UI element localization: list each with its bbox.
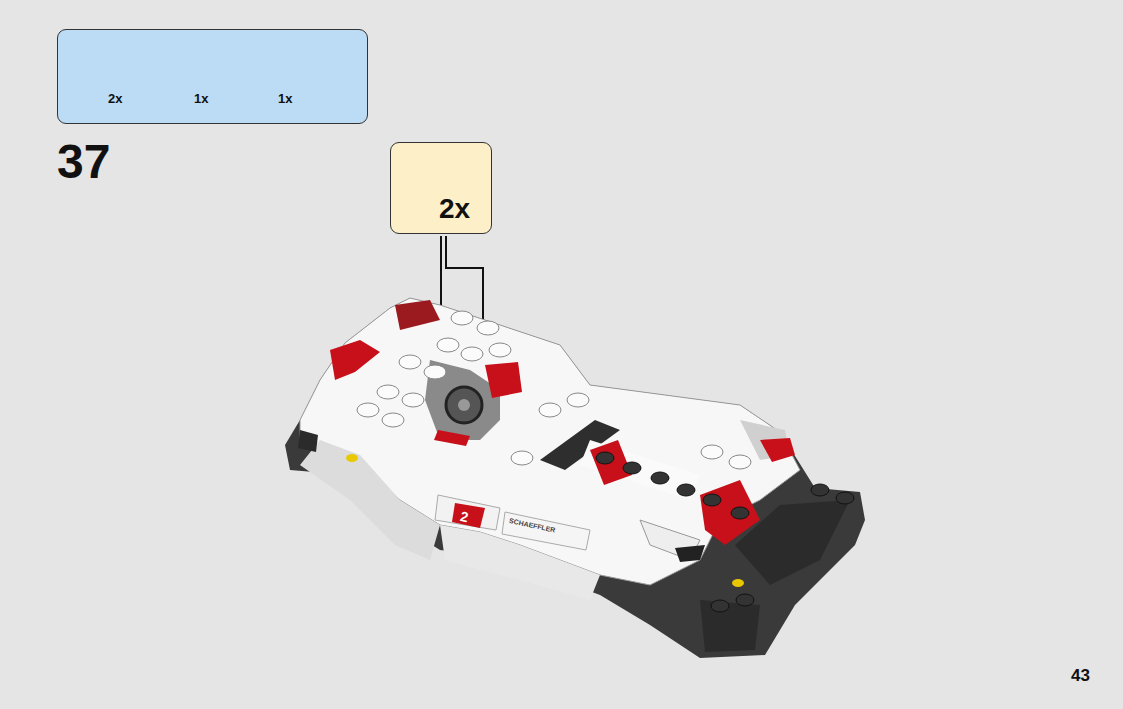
page-number: 43 xyxy=(1071,667,1090,684)
stud xyxy=(567,393,589,407)
stud xyxy=(539,403,561,417)
stud xyxy=(703,494,721,506)
stud xyxy=(377,385,399,399)
stud xyxy=(677,484,695,496)
stud xyxy=(729,455,751,469)
stud xyxy=(596,452,614,464)
stud xyxy=(451,311,473,325)
stud xyxy=(399,355,421,369)
stud xyxy=(623,462,641,474)
stud xyxy=(382,413,404,427)
stud xyxy=(651,472,669,484)
studs xyxy=(357,311,854,612)
stud xyxy=(711,600,729,612)
race-car xyxy=(285,298,865,658)
stud xyxy=(811,484,829,496)
part-count: 1x xyxy=(194,92,208,105)
callout-box: 2x xyxy=(390,142,492,234)
stud xyxy=(424,365,446,379)
stud xyxy=(731,507,749,519)
stud xyxy=(461,347,483,361)
part-count: 2x xyxy=(439,195,470,223)
step-number: 37 xyxy=(57,138,110,186)
parts-list-panel: 2x 1x 1x xyxy=(57,29,368,124)
stud xyxy=(511,451,533,465)
stud xyxy=(477,321,499,335)
stud xyxy=(701,445,723,459)
part-count: 1x xyxy=(278,92,292,105)
stud xyxy=(402,393,424,407)
stud xyxy=(357,403,379,417)
stud xyxy=(736,594,754,606)
stud xyxy=(836,492,854,504)
stud xyxy=(489,343,511,357)
stud xyxy=(437,338,459,352)
part-count: 2x xyxy=(108,92,122,105)
